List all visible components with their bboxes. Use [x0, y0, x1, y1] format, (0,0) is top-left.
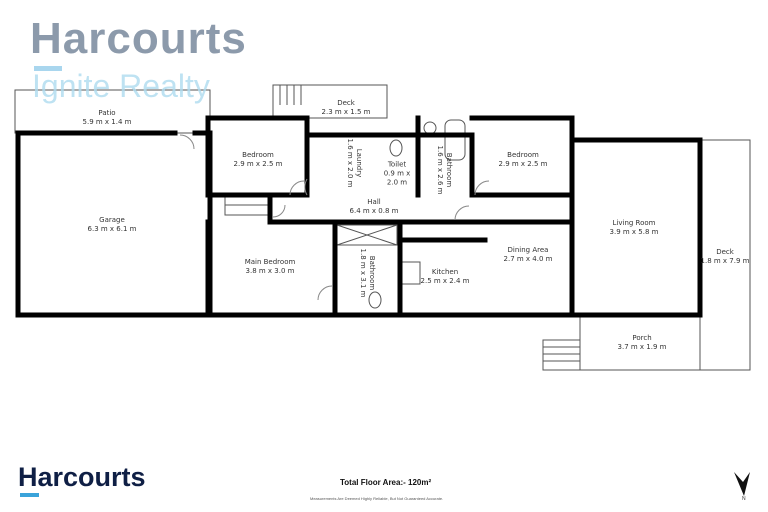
harcourts-logo-top: Harcourts [30, 14, 247, 63]
bathtub [444, 119, 466, 161]
door-swings [179, 134, 490, 301]
north-arrow-icon [734, 472, 750, 496]
logo-accent-bar-bottom [20, 493, 39, 497]
hall-walls [267, 192, 575, 225]
basin [423, 121, 437, 135]
ignite-realty-watermark: Ignite Realty [32, 68, 210, 104]
total-floor-area: Total Floor Area:- 120m² [340, 478, 432, 487]
deck-stairs [272, 85, 302, 105]
harcourts-logo-bottom: Harcourts [18, 462, 146, 492]
garage-stairs [224, 195, 270, 216]
north-label: N [742, 496, 746, 502]
porch-stairs [542, 339, 581, 371]
cooktop [401, 261, 421, 285]
logo-accent-bar [34, 66, 62, 71]
toilet [389, 139, 403, 157]
toilet-ensuite [368, 291, 382, 309]
wardrobe [336, 224, 398, 246]
living-walls [569, 137, 703, 318]
disclaimer: Measurements Are Deemed Highly Reliable,… [310, 496, 444, 501]
